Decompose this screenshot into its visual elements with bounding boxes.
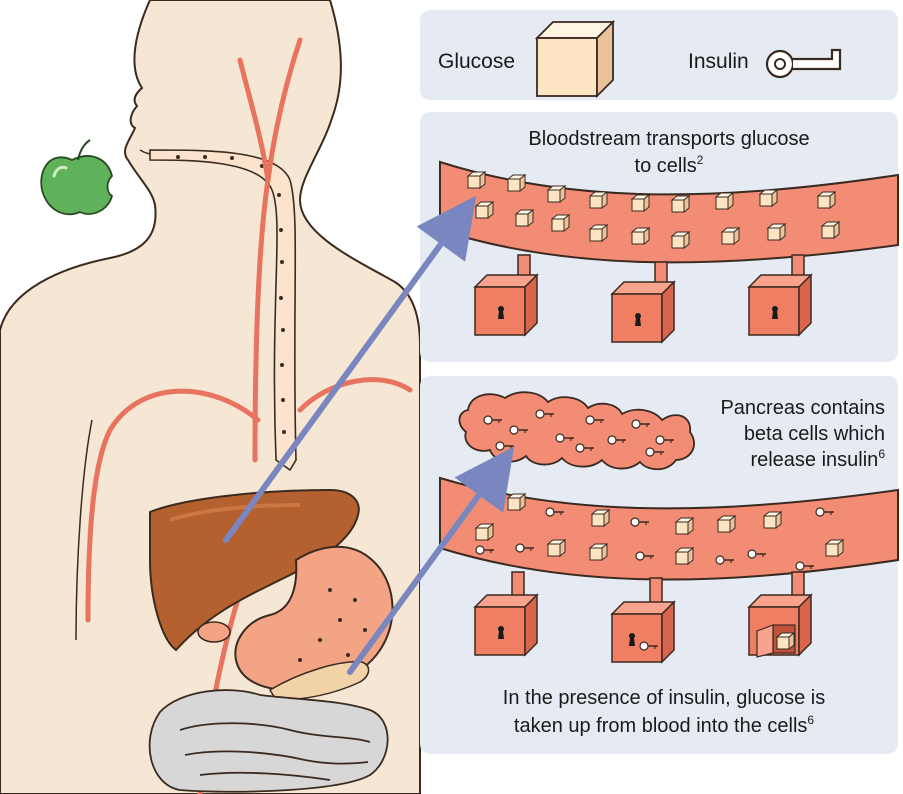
transport-footnote: 2	[697, 153, 704, 167]
uptake-cells	[475, 595, 811, 662]
apple-icon	[41, 140, 112, 214]
transport-caption-line2: to cells	[635, 155, 697, 177]
pancreas-caption-line2: beta cells which	[744, 423, 885, 445]
transport-panel: Bloodstream transports glucose to cells2	[420, 112, 898, 362]
pancreas-caption-line1: Pancreas contains	[720, 397, 885, 419]
uptake-panel: Pancreas contains beta cells which relea…	[420, 376, 898, 754]
uptake-footnote: 6	[807, 713, 814, 727]
uptake-caption-line2-group: taken up from blood into the cells6	[514, 713, 815, 737]
pancreas-footnote: 6	[878, 447, 885, 461]
pancreas-caption-line3: release insulin	[750, 449, 878, 471]
intestines	[150, 690, 388, 792]
transport-cells-locked	[475, 275, 811, 342]
transport-caption-line1: Bloodstream transports glucose	[528, 128, 809, 150]
uptake-caption-line1: In the presence of insulin, glucose is	[503, 687, 825, 709]
legend-glucose-label: Glucose	[438, 50, 515, 73]
open-cell	[749, 595, 811, 657]
legend-insulin-label: Insulin	[688, 50, 749, 73]
transport-caption-line2-group: to cells2	[635, 153, 704, 177]
pancreas-caption-line3-group: release insulin6	[750, 447, 885, 471]
uptake-caption-line2: taken up from blood into the cells	[514, 715, 808, 737]
gallbladder	[198, 622, 230, 642]
glucose-cube-icon	[537, 22, 613, 96]
legend-panel: Glucose Insulin	[420, 10, 898, 100]
